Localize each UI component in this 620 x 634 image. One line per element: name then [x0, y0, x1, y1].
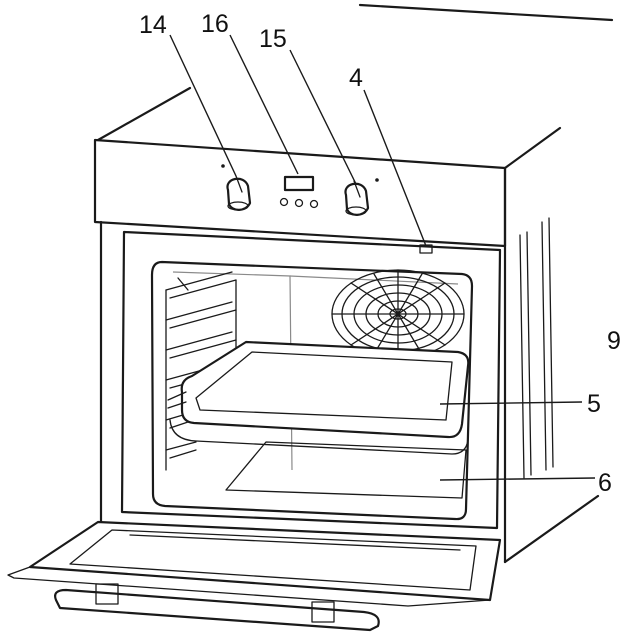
bottom-plate [225, 441, 467, 499]
door-handle[interactable] [54, 583, 380, 632]
callout-15: 15 [259, 25, 287, 53]
control-panel [93, 138, 507, 248]
callout-14: 14 [139, 11, 167, 39]
callout-leaders [169, 34, 596, 481]
indicator-dot-right [375, 178, 379, 182]
fan-cover [331, 269, 465, 359]
control-button-3[interactable] [309, 199, 319, 209]
display-window [283, 175, 315, 192]
oven-cavity [120, 230, 502, 530]
control-knob-left[interactable] [226, 175, 252, 211]
callout-4: 4 [349, 64, 363, 92]
control-button-1[interactable] [279, 197, 289, 207]
indicator-dot-left [221, 164, 225, 168]
control-button-2[interactable] [294, 198, 304, 208]
oven-door [7, 520, 502, 632]
callout-6: 6 [598, 469, 612, 497]
baking-tray [167, 340, 470, 455]
callout-5: 5 [587, 390, 601, 418]
callout-16: 16 [201, 10, 229, 38]
callout-9: 9 [607, 327, 620, 355]
control-knob-right[interactable] [344, 180, 370, 216]
